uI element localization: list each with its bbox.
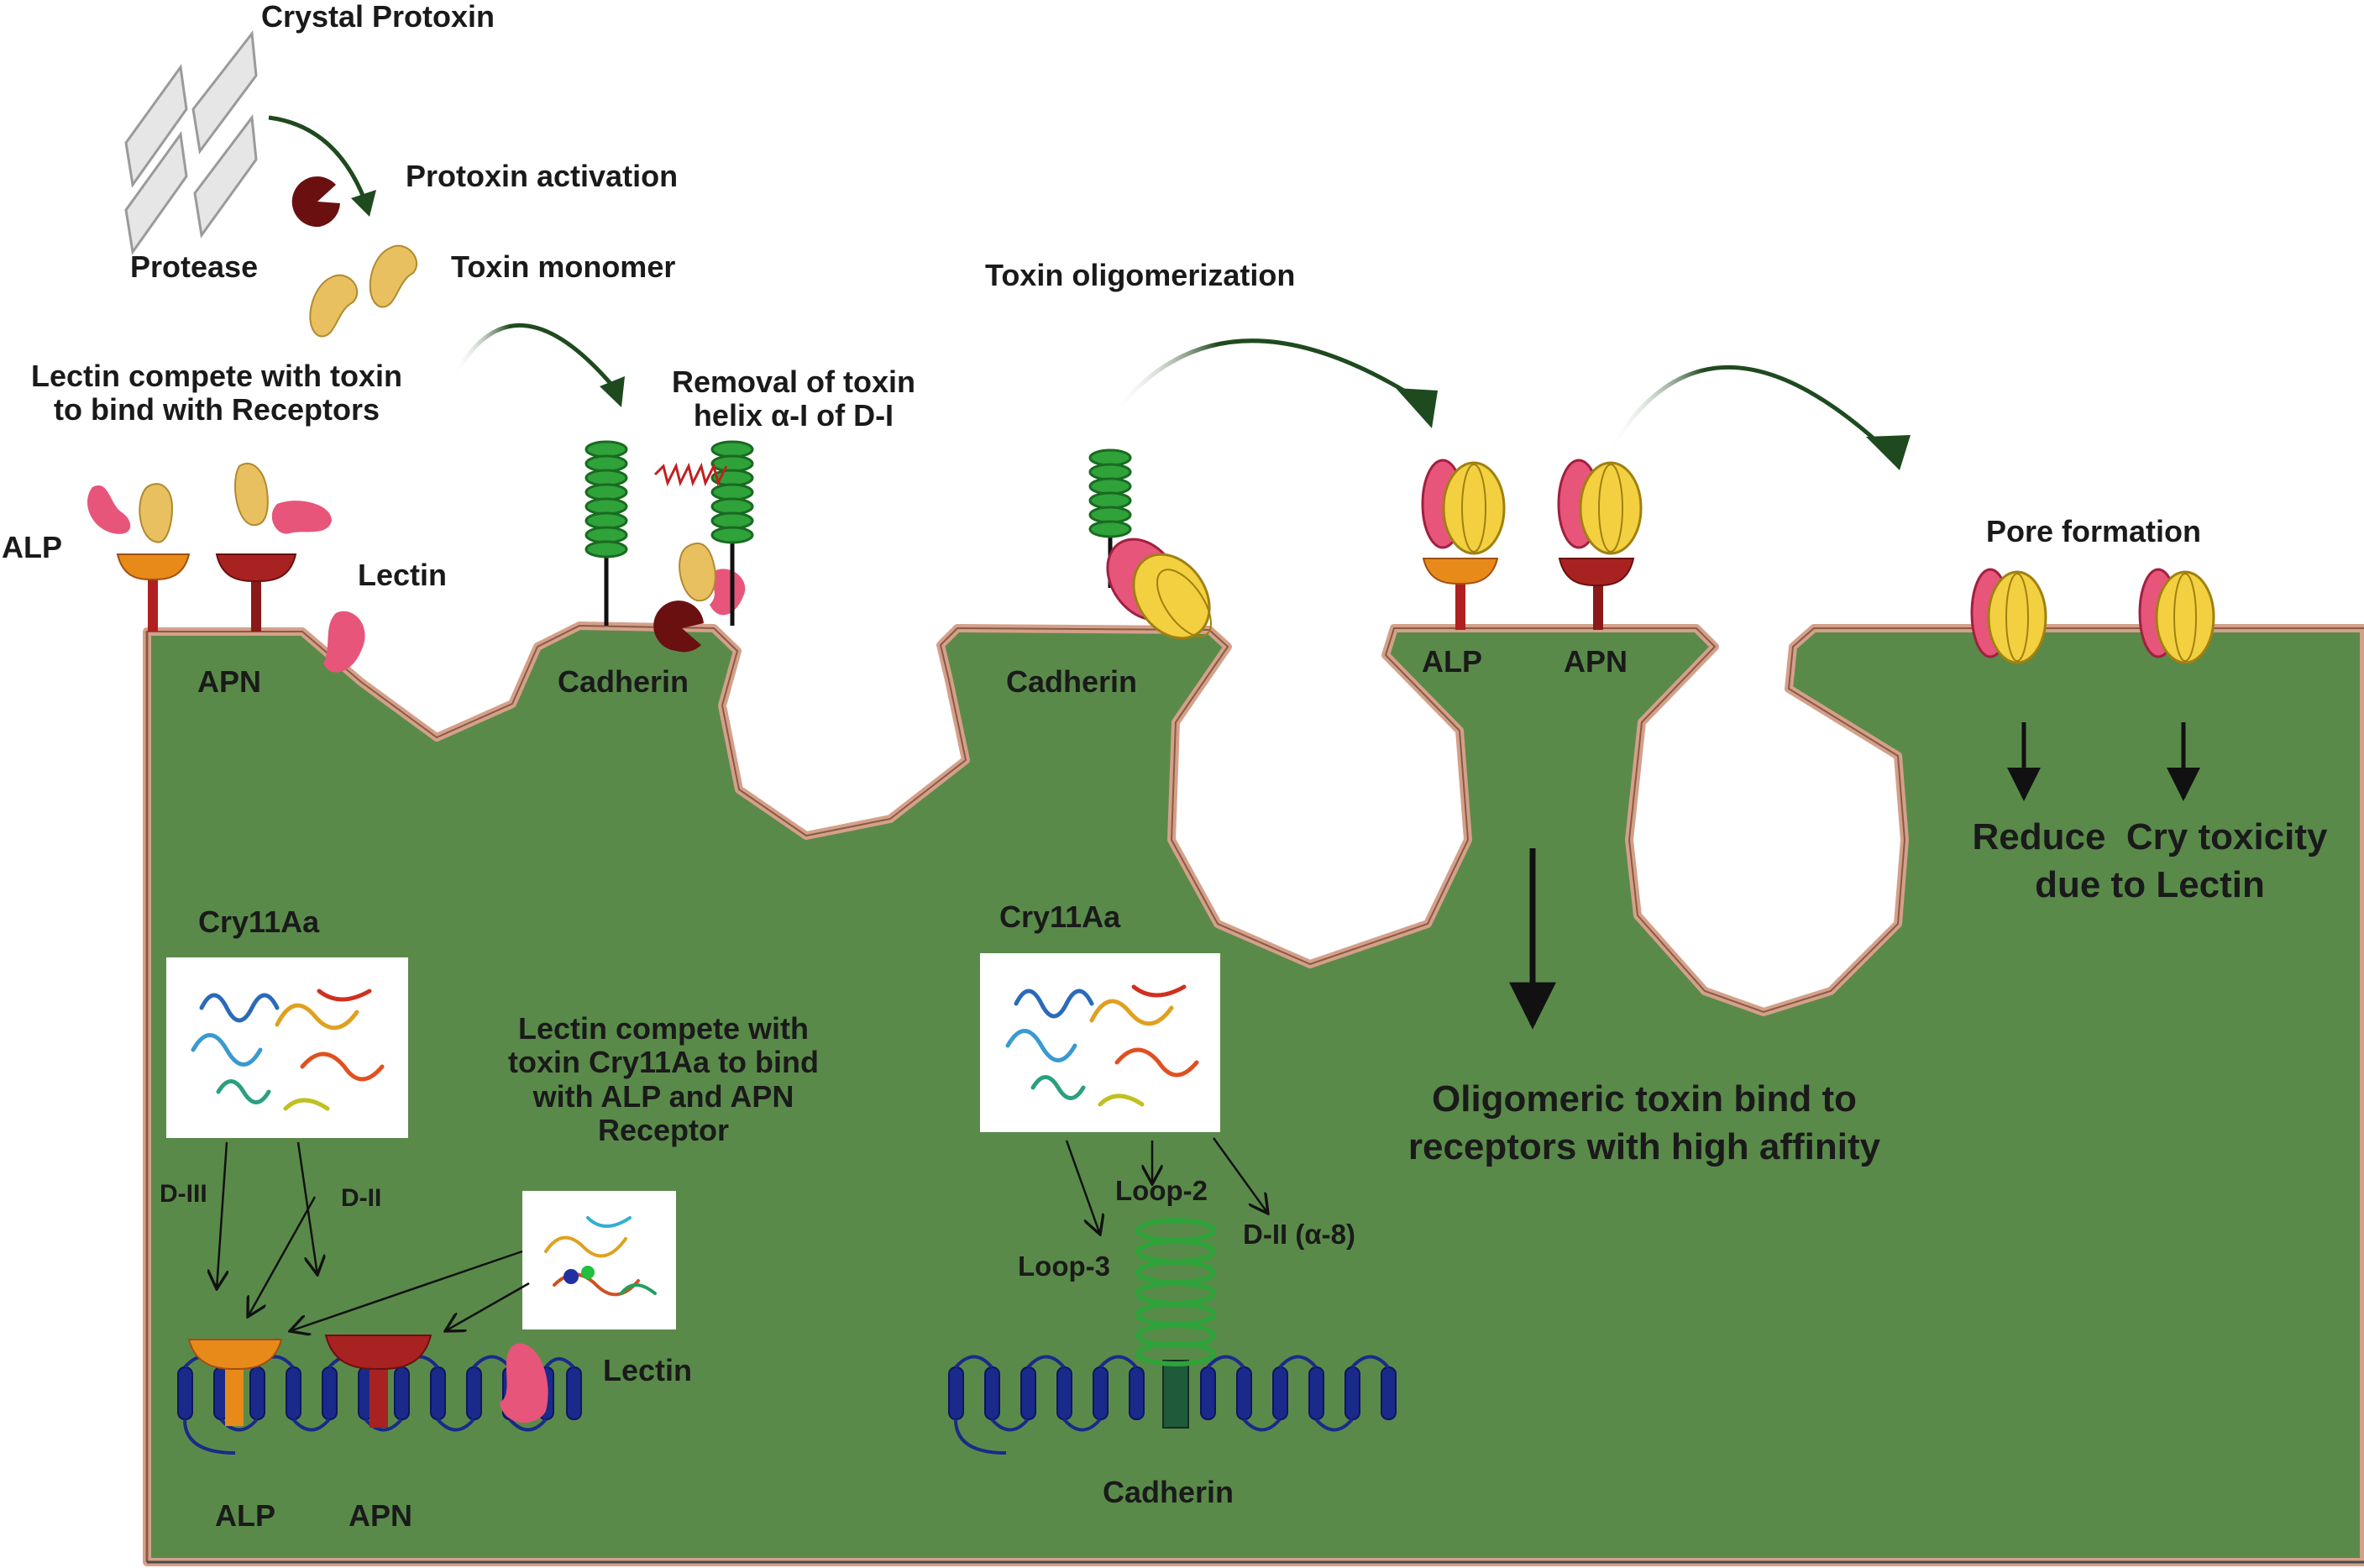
label-apn-top: APN (197, 664, 262, 699)
label-d-ii-alpha8: D-II (α-8) (1243, 1219, 1355, 1250)
lectin-icon (87, 485, 746, 673)
label-d-iii: D-III (160, 1180, 207, 1208)
cadherin-receptor-bottom (1135, 1218, 1216, 1429)
toxin-monomer-icon (309, 244, 418, 338)
label-alp-bottom: ALP (215, 1498, 275, 1533)
label-protoxin-activation: Protoxin activation (406, 159, 679, 193)
label-toxin-oligomerization: Toxin oligomerization (985, 258, 1296, 292)
label-protease: Protease (130, 249, 259, 284)
label-pore-formation: Pore formation (1986, 514, 2202, 548)
apn-receptor-top-left (215, 553, 297, 632)
alp-receptor-top-left (116, 553, 191, 632)
label-lectin-top: Lectin (358, 558, 448, 592)
label-alp-top-right: ALP (1422, 644, 1482, 679)
activation-arrow (268, 115, 368, 202)
cadherin-receptor-1 (584, 440, 628, 626)
apn-receptor-top-right (1557, 459, 1643, 630)
label-apn-bottom: APN (349, 1498, 413, 1533)
label-cry11aa-left: Cry11Aa (198, 905, 320, 939)
lectin-structure (522, 1191, 676, 1329)
pore-2 (2138, 568, 2215, 664)
label-cadherin-top-2: Cadherin (1006, 664, 1138, 699)
label-cadherin-bottom: Cadherin (1103, 1475, 1234, 1509)
lectin-bottom-icon (500, 1343, 548, 1423)
alp-receptor-top-right (1421, 459, 1506, 630)
label-d-ii: D-II (341, 1184, 382, 1212)
label-loop-2: Loop-2 (1115, 1175, 1208, 1206)
protease-icon (291, 176, 340, 228)
label-lectin-compete-cry11aa: Lectin compete with toxin Cry11Aa to bin… (507, 1011, 820, 1147)
crystal-protoxin-icon (124, 30, 258, 255)
oligomer-on-cadherin (1106, 538, 1212, 640)
label-toxin-monomer: Toxin monomer (451, 249, 676, 284)
cadherin-receptor-3 (1088, 448, 1132, 588)
cry11aa-structure-left (166, 957, 408, 1138)
label-reduce-cry-toxicity: Reduce Cry toxicity due to Lectin (1972, 816, 2328, 906)
cadherin-receptor-2 (710, 440, 754, 626)
label-loop-3: Loop-3 (1018, 1251, 1110, 1282)
alp-receptor-bottom (187, 1339, 283, 1426)
label-oligomeric-bind: Oligomeric toxin bind to receptors with … (1407, 1078, 1881, 1168)
removed-helix-icon (653, 462, 728, 487)
apn-receptor-bottom (324, 1335, 432, 1428)
pore-1 (1970, 568, 2047, 664)
label-apn-top-right: APN (1564, 644, 1628, 679)
label-cadherin-top-1: Cadherin (558, 664, 689, 699)
label-lectin-compete-receptors: Lectin compete with toxin to bind with R… (30, 359, 403, 427)
label-removal-helix: Removal of toxin helix α-I of D-I (671, 364, 916, 433)
label-cry11aa-mid: Cry11Aa (999, 899, 1121, 934)
label-crystal-protoxin: Crystal Protoxin (260, 0, 495, 34)
label-alp-left: ALP (2, 530, 62, 564)
cry11aa-structure-mid (980, 953, 1220, 1132)
cell-body (143, 621, 2364, 1566)
label-lectin-bottom: Lectin (603, 1353, 693, 1387)
